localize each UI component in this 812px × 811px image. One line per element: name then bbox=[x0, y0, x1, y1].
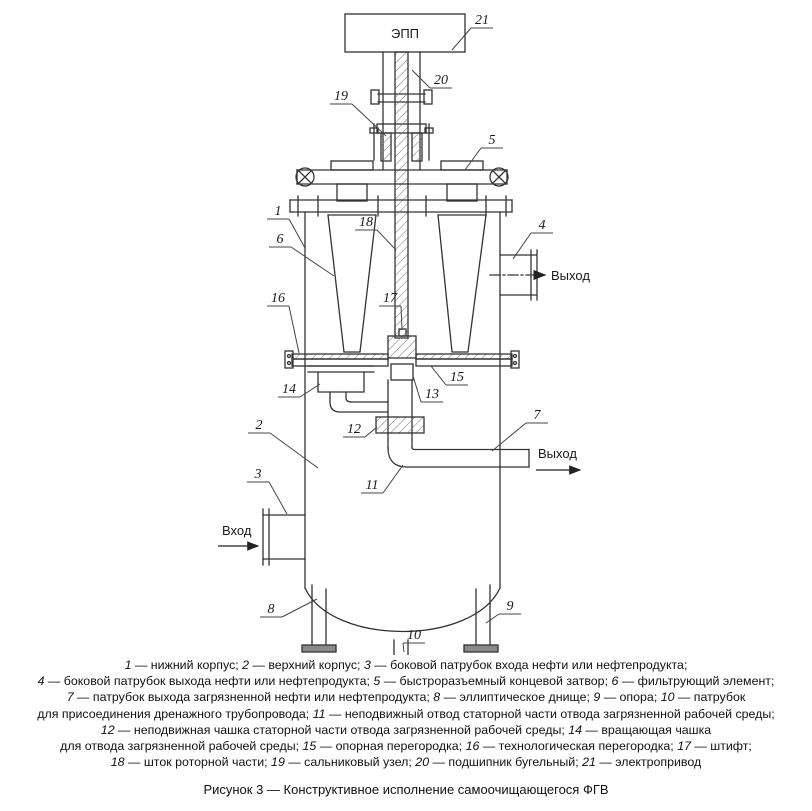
svg-text:19: 19 bbox=[334, 89, 348, 104]
figure-caption: Рисунок 3 — Конструктивное исполнение са… bbox=[203, 782, 609, 798]
quick-closure bbox=[295, 160, 509, 202]
callout-19: 19 bbox=[330, 89, 387, 137]
handwheel-left bbox=[295, 167, 315, 187]
svg-text:16: 16 bbox=[271, 291, 285, 306]
callout-7: 7 bbox=[491, 408, 548, 452]
legend: 1 — нижний корпус; 2 — верхний корпус; 3… bbox=[0, 657, 812, 770]
svg-text:11: 11 bbox=[366, 478, 379, 493]
svg-text:9: 9 bbox=[507, 599, 514, 614]
callout-4: 4 bbox=[512, 218, 553, 260]
callout-15: 15 bbox=[430, 365, 468, 386]
outlet-top-label: Выход bbox=[551, 268, 590, 283]
callout-13: 13 bbox=[412, 375, 443, 403]
svg-text:21: 21 bbox=[475, 13, 489, 28]
svg-text:12: 12 bbox=[347, 422, 361, 437]
callout-3: 3 bbox=[247, 467, 288, 515]
inlet-label: Вход bbox=[222, 523, 252, 538]
callout-17: 17 bbox=[379, 291, 403, 331]
support-leg-right bbox=[463, 584, 499, 653]
callout-5: 5 bbox=[464, 133, 503, 171]
top-flange bbox=[289, 195, 513, 217]
drain-elbow bbox=[375, 379, 530, 468]
callout-11: 11 bbox=[361, 464, 404, 494]
callout-12: 12 bbox=[343, 422, 378, 438]
filter-diagram: ЭПП Выход Выход Вход 21 20 19 5 1 6 bbox=[218, 13, 590, 655]
svg-text:8: 8 bbox=[268, 602, 275, 617]
gland-assembly bbox=[369, 123, 434, 162]
callout-14: 14 bbox=[278, 382, 321, 398]
svg-text:7: 7 bbox=[534, 408, 542, 423]
svg-text:13: 13 bbox=[425, 387, 439, 402]
svg-text:1: 1 bbox=[275, 204, 282, 219]
filter-element-right bbox=[437, 214, 487, 353]
svg-text:20: 20 bbox=[434, 73, 448, 88]
callout-1: 1 bbox=[267, 204, 306, 249]
legend-line: 18 — шток роторной части; 19 — сальников… bbox=[110, 755, 702, 770]
callout-16: 16 bbox=[267, 291, 300, 354]
shaft-hub bbox=[387, 328, 417, 381]
callout-10: 10 bbox=[402, 628, 425, 653]
svg-text:15: 15 bbox=[450, 370, 464, 385]
svg-text:10: 10 bbox=[407, 628, 421, 643]
svg-text:5: 5 bbox=[489, 133, 496, 148]
svg-text:6: 6 bbox=[277, 232, 284, 247]
legend-line: 4 — боковой патрубок выхода нефти или не… bbox=[37, 674, 775, 689]
callout-20: 20 bbox=[411, 69, 452, 89]
support-leg-left bbox=[301, 584, 337, 653]
handwheel-right bbox=[489, 167, 509, 187]
outlet-mid-label: Выход bbox=[538, 446, 577, 461]
callout-8: 8 bbox=[260, 598, 318, 618]
callout-6: 6 bbox=[269, 232, 335, 277]
outlet-nozzle-top bbox=[489, 249, 547, 301]
svg-text:3: 3 bbox=[254, 467, 262, 482]
legend-line: 7 — патрубок выхода загрязненной нефти и… bbox=[66, 690, 746, 705]
legend-line: 12 — неподвижная чашка статорной части о… bbox=[100, 722, 712, 737]
filter-element-left bbox=[327, 214, 377, 353]
svg-text:2: 2 bbox=[256, 418, 263, 433]
legend-line: 1 — нижний корпус; 2 — верхний корпус; 3… bbox=[124, 658, 688, 672]
rotating-cup bbox=[307, 365, 389, 413]
svg-text:17: 17 bbox=[383, 291, 398, 306]
svg-text:18: 18 bbox=[359, 215, 373, 230]
legend-line: для отвода загрязненной рабочей среды; 1… bbox=[60, 739, 752, 754]
inlet-nozzle bbox=[262, 508, 306, 566]
svg-text:4: 4 bbox=[539, 218, 546, 233]
callout-21: 21 bbox=[451, 13, 493, 51]
callout-18: 18 bbox=[355, 215, 397, 251]
legend-line: для присоединения дренажного трубопровод… bbox=[37, 706, 775, 721]
actuator-label: ЭПП bbox=[391, 26, 419, 41]
svg-text:14: 14 bbox=[282, 382, 296, 397]
callout-9: 9 bbox=[485, 599, 521, 624]
callout-2: 2 bbox=[248, 418, 319, 469]
elliptical-head bbox=[304, 587, 501, 632]
